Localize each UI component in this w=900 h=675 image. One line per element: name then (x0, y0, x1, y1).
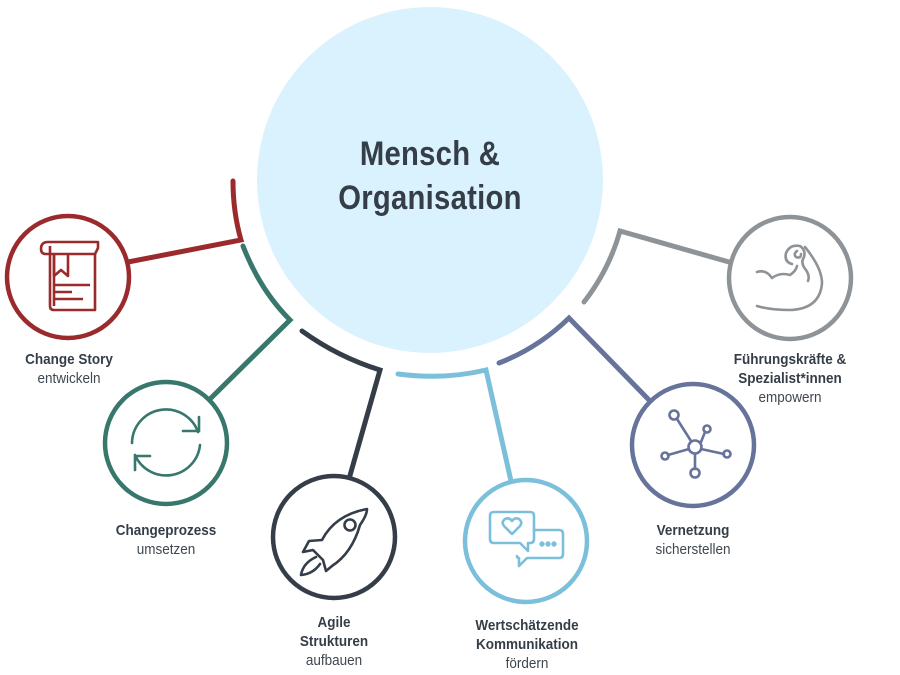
node-kommunikation (462, 477, 590, 605)
label-bold: Kommunikation (475, 636, 579, 653)
label-vernetzung: Vernetzung sicherstellen (630, 521, 756, 559)
label-bold: Wertschätzende (475, 617, 579, 634)
chat-heart-icon (488, 510, 565, 568)
center-title-line2: Organisation (338, 179, 522, 217)
label-change-story: Change Story entwickeln (7, 350, 131, 388)
label-bold: Changeprozess (115, 522, 217, 539)
label-bold: Agile (317, 614, 351, 631)
label-normal: entwickeln (37, 370, 101, 387)
center-circle (257, 7, 603, 353)
refresh-icon (130, 408, 202, 477)
rocket-icon (299, 507, 369, 577)
connector-change-story (125, 178, 245, 265)
label-agile: Agile Strukturen aufbauen (271, 613, 397, 670)
label-normal: umsetzen (136, 541, 196, 558)
network-icon (660, 409, 732, 479)
connector-agile (299, 328, 384, 482)
node-vernetzung (629, 381, 757, 509)
label-kommunikation: Wertschätzende Kommunikation fördern (445, 616, 609, 673)
flexed-arm-icon (755, 244, 824, 312)
connector-fuehrung (581, 227, 732, 305)
label-changeprozess: Changeprozess umsetzen (103, 521, 229, 559)
label-bold: Vernetzung (656, 522, 730, 539)
label-bold: Strukturen (299, 633, 369, 650)
book-icon (39, 240, 100, 312)
label-bold: Führungskräfte & (733, 351, 847, 368)
label-normal: sicherstellen (655, 541, 731, 558)
label-fuehrung: Führungskräfte & Spezialist*innen empowe… (709, 350, 871, 407)
label-normal: fördern (505, 655, 549, 672)
node-changeprozess (102, 379, 230, 507)
center-title: Mensch & Organisation (318, 132, 542, 220)
center-title-line1: Mensch & (359, 135, 501, 173)
label-normal: empowern (758, 389, 822, 406)
connector-vernetzung (496, 314, 653, 404)
label-bold: Change Story (25, 351, 113, 368)
label-normal: aufbauen (305, 652, 363, 669)
node-fuehrung (726, 214, 854, 342)
connector-changeprozess (206, 243, 294, 403)
label-bold: Spezialist*innen (738, 370, 842, 387)
connector-kommunikation (395, 366, 514, 484)
node-agile (270, 473, 398, 601)
